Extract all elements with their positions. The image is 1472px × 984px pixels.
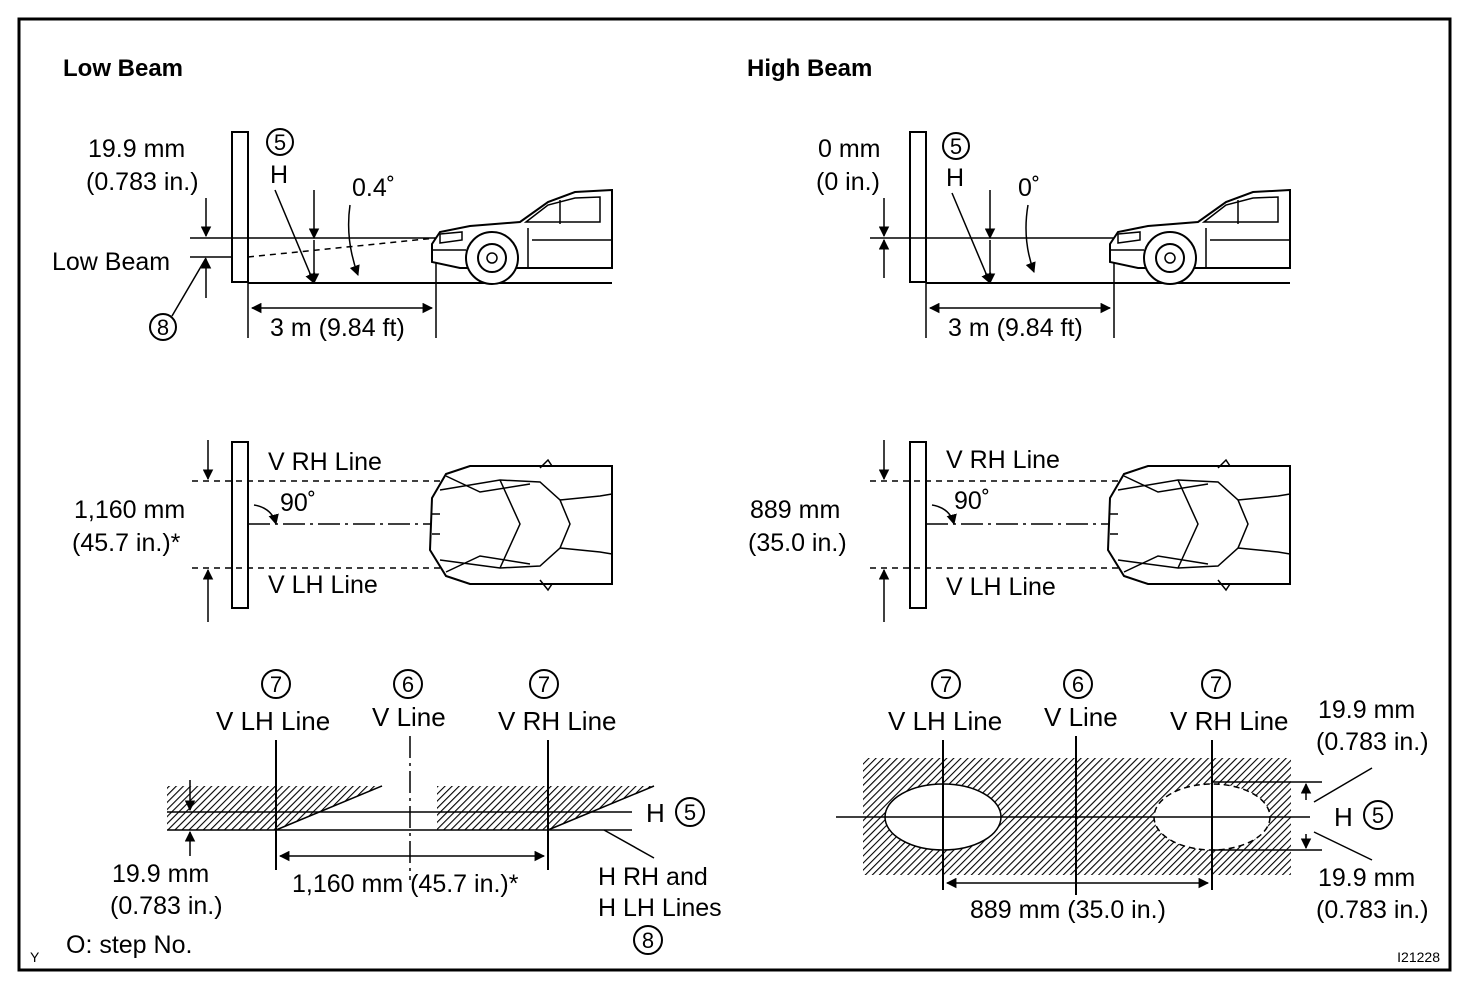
angle-arc [1025, 204, 1036, 273]
v-lh-label: V LH Line [216, 706, 330, 736]
v-label: V Line [372, 702, 446, 732]
car-top-icon [1106, 458, 1291, 592]
angle-label: 0.4˚ [352, 174, 395, 202]
car-side-icon [431, 188, 613, 285]
low-beam-title: Low Beam [63, 55, 183, 82]
offset-mm: 0 mm [818, 135, 881, 163]
high-beam-top-view: V RH Line V LH Line 90˚ 889 mm (35.0 in.… [748, 440, 1291, 622]
angle-label: 90˚ [280, 489, 316, 517]
top-offset-leader [1313, 767, 1373, 803]
aiming-screen [231, 441, 249, 609]
figure-frame [17, 17, 1452, 972]
v-rh-label: V RH Line [498, 706, 617, 736]
step-number: 5 [1372, 803, 1384, 828]
step-circle-7 [261, 669, 291, 699]
h-label: H [946, 164, 964, 192]
spacing-label: 1,160 mm (45.7 in.)* [292, 870, 519, 898]
bottom-offset-mm: 19.9 mm [1318, 864, 1415, 892]
step-circle-5 [675, 797, 705, 827]
aiming-screen [909, 131, 927, 283]
car-top-icon [428, 458, 613, 592]
right-angle-arc [253, 504, 279, 526]
top-offset-in: (0.783 in.) [1316, 728, 1429, 756]
lh-hatched-area [167, 786, 382, 830]
step-number: 5 [950, 134, 962, 159]
bottom-offset-leader [1313, 831, 1373, 861]
step-circle-8 [149, 313, 177, 341]
rh-hatched-area [437, 786, 654, 830]
width-in: (35.0 in.) [748, 529, 847, 557]
offset-in: (0.783 in.) [110, 892, 223, 920]
step-circle-6 [1063, 669, 1093, 699]
v-label: V Line [1044, 702, 1118, 732]
distance-label: 3 m (9.84 ft) [270, 314, 405, 342]
step-circle-5 [942, 132, 970, 160]
step-number: 7 [538, 672, 550, 697]
top-offset-mm: 19.9 mm [1318, 696, 1415, 724]
beam-path-dashed [247, 237, 437, 258]
step-circle-5 [266, 128, 294, 156]
step-number: 5 [274, 130, 286, 155]
h-leader [951, 192, 992, 284]
step-number: 6 [1072, 672, 1084, 697]
offset-mm: 19.9 mm [88, 135, 185, 163]
corner-mark: Y [30, 949, 40, 965]
spacing-label: 889 mm (35.0 in.) [970, 896, 1166, 924]
step-number: 8 [642, 928, 654, 953]
h-leader [274, 189, 316, 284]
h-rh-lh-label-1: H RH and [598, 863, 708, 891]
aiming-screen [909, 441, 927, 609]
step-number: 6 [402, 672, 414, 697]
step-circle-6 [393, 669, 423, 699]
h-rh-lh-leader [603, 829, 655, 859]
step-legend: O: step No. [66, 931, 192, 959]
v-lh-label: V LH Line [888, 706, 1002, 736]
h-label: H [1334, 802, 1353, 832]
car-side-icon [1109, 188, 1291, 285]
offset-in: (0 in.) [816, 168, 880, 196]
width-in: (45.7 in.)* [72, 529, 181, 557]
step-circle-7 [1201, 669, 1231, 699]
bottom-offset-in: (0.783 in.) [1316, 896, 1429, 924]
h-rh-lh-label-2: H LH Lines [598, 894, 722, 922]
low-beam-side-view: 19.9 mm (0.783 in.) Low Beam 5 H 0.4˚ 8 … [52, 128, 613, 342]
rh-cutoff-line [547, 785, 655, 831]
step-number: 5 [684, 800, 696, 825]
step-circle-8 [633, 925, 663, 955]
step-number: 7 [940, 672, 952, 697]
offset-mm: 19.9 mm [112, 860, 209, 888]
angle-label: 90˚ [954, 487, 990, 515]
high-beam-screen-pattern: 7 V LH Line 6 V Line 7 V RH Line 889 mm … [836, 669, 1429, 924]
lh-cutoff-line [275, 785, 383, 831]
step-number: 7 [1210, 672, 1222, 697]
v-lh-label: V LH Line [946, 573, 1056, 601]
width-mm: 1,160 mm [74, 496, 185, 524]
step-circle-7 [529, 669, 559, 699]
v-rh-label: V RH Line [946, 446, 1060, 474]
v-lh-label: V LH Line [268, 571, 378, 599]
figure-id: I21228 [1397, 949, 1440, 965]
high-beam-side-view: 0 mm (0 in.) 5 H 0˚ 3 m (9.84 ft) [816, 131, 1291, 342]
step-circle-5 [1363, 800, 1393, 830]
low-beam-label: Low Beam [52, 248, 170, 276]
right-angle-arc [931, 504, 957, 526]
aiming-screen [231, 131, 249, 283]
v-rh-label: V RH Line [1170, 706, 1289, 736]
high-beam-title: High Beam [747, 55, 872, 82]
step-number: 8 [157, 315, 169, 340]
offset-in: (0.783 in.) [86, 168, 199, 196]
angle-label: 0˚ [1018, 174, 1040, 202]
low-beam-screen-pattern: 7 V LH Line 6 V Line 7 V RH Line 19.9 mm… [110, 669, 722, 955]
step-number: 7 [270, 672, 282, 697]
low-beam-top-view: V RH Line V LH Line 90˚ 1,160 mm (45.7 i… [72, 440, 613, 622]
v-rh-label: V RH Line [268, 448, 382, 476]
h-label: H [646, 798, 665, 828]
angle-arc [347, 204, 360, 276]
h-label: H [270, 161, 288, 189]
distance-label: 3 m (9.84 ft) [948, 314, 1083, 342]
width-mm: 889 mm [750, 496, 840, 524]
step-circle-7 [931, 669, 961, 699]
step-8-leader [171, 257, 207, 317]
